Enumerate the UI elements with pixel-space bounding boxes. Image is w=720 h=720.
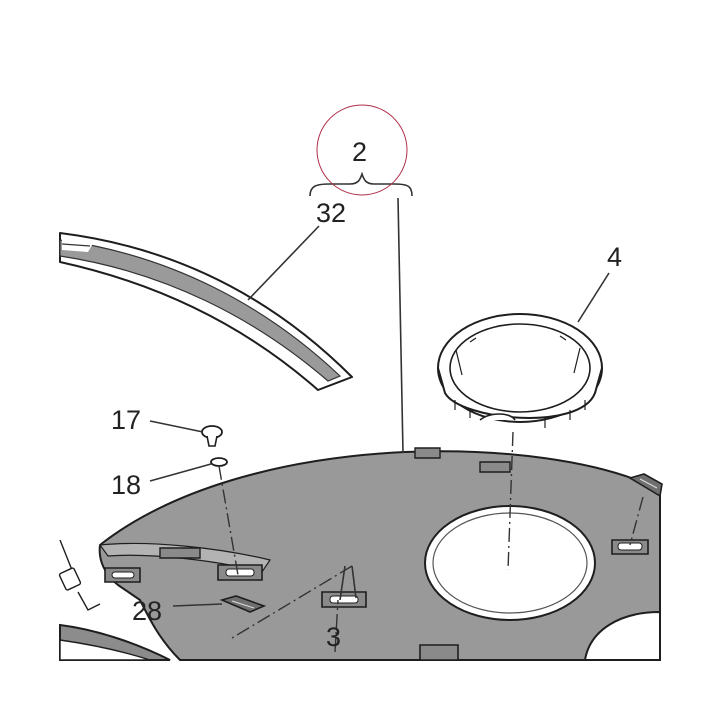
group-brace <box>309 171 413 197</box>
screw-part <box>201 425 223 447</box>
grommet-part <box>219 595 267 613</box>
callout-screw: 17 <box>111 405 141 435</box>
cover-panel-part <box>98 447 661 661</box>
callout-assembly: 2 <box>352 137 367 167</box>
highlight-circle <box>316 104 408 196</box>
callout-grommet: 28 <box>132 596 162 626</box>
mounting-tab <box>217 564 263 581</box>
mounting-tab <box>611 539 649 555</box>
leader-lines <box>149 197 610 607</box>
decal-stripe-part <box>59 232 353 391</box>
mounting-tab <box>321 591 367 608</box>
callout-washer: 18 <box>111 470 141 500</box>
lower-panel-part <box>59 623 171 661</box>
washer-part <box>210 457 228 467</box>
mounting-tab <box>419 644 459 661</box>
callout-ring: 4 <box>607 242 622 272</box>
callout-stripe: 32 <box>316 198 346 228</box>
retaining-ring-part <box>437 313 603 428</box>
grommet-part <box>628 473 663 498</box>
assembly-lines <box>218 431 644 653</box>
callout-cover: 3 <box>326 622 341 652</box>
connector-part <box>58 539 101 611</box>
